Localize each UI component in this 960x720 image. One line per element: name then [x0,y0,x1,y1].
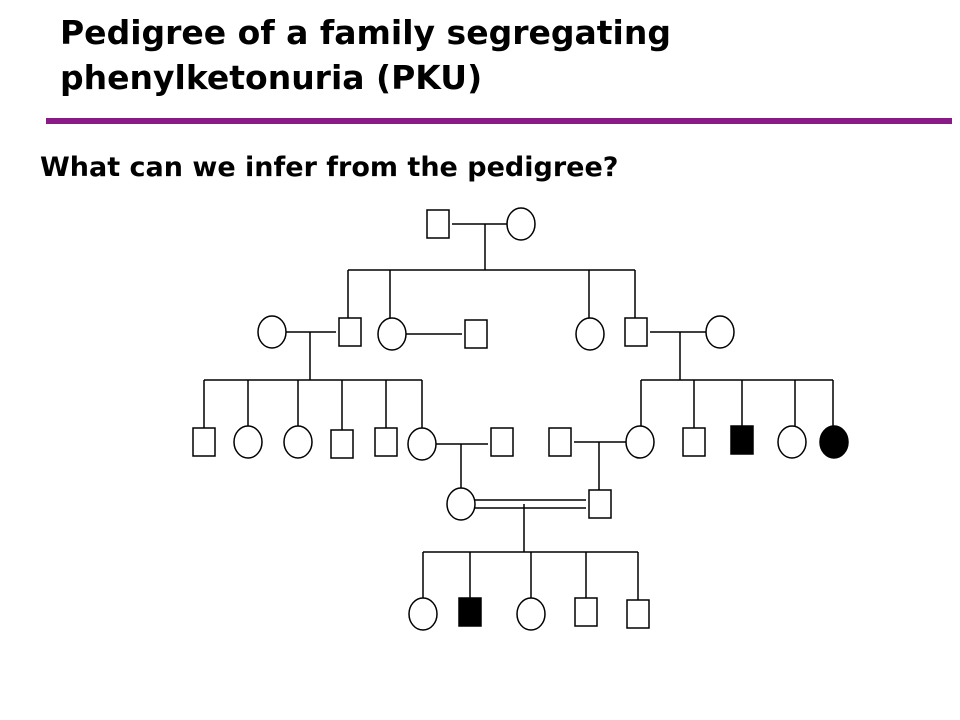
unaffected-female-symbol [257,315,287,349]
unaffected-female-symbol [516,597,546,631]
unaffected-male-symbol [426,209,450,239]
unaffected-male-symbol [192,427,216,457]
slide-title: Pedigree of a family segregating phenylk… [60,13,671,97]
unaffected-male-symbol [574,597,598,627]
unaffected-female-symbol [506,207,536,241]
affected-male-symbol [730,425,754,455]
affected-male-symbol [458,597,482,627]
unaffected-male-symbol [464,319,488,349]
unaffected-female-symbol [625,425,655,459]
unaffected-female-symbol [777,425,807,459]
question-text: What can we infer from the pedigree? [40,152,619,183]
unaffected-male-symbol [682,427,706,457]
pedigree-symbols [192,207,849,631]
unaffected-female-symbol [377,317,407,351]
unaffected-female-symbol [407,427,437,461]
unaffected-male-symbol [624,317,648,347]
unaffected-male-symbol [338,317,362,347]
pedigree-lines [203,223,834,600]
unaffected-male-symbol [548,427,572,457]
unaffected-female-symbol [283,425,313,459]
title-underline [46,118,952,124]
unaffected-female-symbol [575,317,605,351]
unaffected-female-symbol [446,487,476,521]
unaffected-male-symbol [374,427,398,457]
unaffected-female-symbol [233,425,263,459]
unaffected-male-symbol [588,489,612,519]
affected-female-symbol [819,425,849,459]
unaffected-female-symbol [705,315,735,349]
unaffected-male-symbol [626,599,650,629]
unaffected-female-symbol [408,597,438,631]
unaffected-male-symbol [490,427,514,457]
unaffected-male-symbol [330,429,354,459]
